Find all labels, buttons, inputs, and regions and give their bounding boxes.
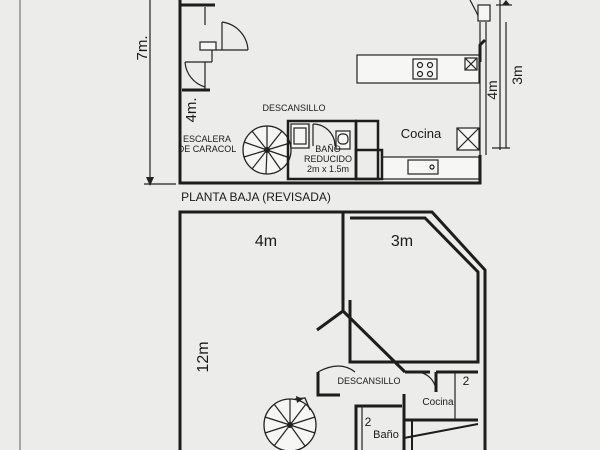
label-stair-line2: DE CARACOL (178, 144, 237, 154)
label-right-4m: 4m (484, 80, 500, 99)
label-landing: DESCANSILLO (262, 103, 325, 113)
label-upper-4m: 4m (255, 233, 277, 250)
label-upper-bath: Baño (373, 429, 399, 441)
caption-ground-floor: PLANTA BAJA (REVISADA) (181, 190, 331, 204)
label-right-3m: 3m (509, 65, 525, 84)
kitchen-counter-edge (403, 423, 479, 439)
label-upper-landing: DESCANSILLO (337, 376, 400, 386)
landing-wall (316, 372, 340, 397)
upper-right-room (348, 216, 480, 364)
kitchen-door-swing (415, 371, 437, 393)
kitchen-counter (356, 54, 480, 180)
label-kitchen: Cocina (401, 126, 442, 141)
entrance-door (182, 7, 249, 92)
spiral-staircase (242, 125, 292, 175)
label-left-4m: 4m. (183, 97, 200, 122)
label-bath-line1: BAÑO (315, 144, 341, 154)
label-bath-line3: 2m x 1.5m (307, 164, 349, 174)
ground-floor-plan: 7m. 4m. 4m 3m DESCANSILLO ESCALERA DE CA… (134, 0, 525, 204)
upper-outer-wall (178, 210, 487, 450)
label-upper-kitchen: Cocina (422, 397, 454, 408)
upper-diagonal-wall (316, 309, 344, 332)
label-stair-line1: ESCALERA (183, 134, 231, 144)
dimension-arrow (502, 0, 510, 5)
reduced-bathroom (286, 119, 384, 181)
label-kitchen-dim: 2 (463, 374, 470, 388)
dimension-arrow (146, 177, 154, 186)
upper-spiral-staircase (263, 396, 317, 450)
upper-bath-wall (354, 404, 402, 450)
label-upper-12m: 12m (195, 341, 212, 372)
label-bath-line2: REDUCIDO (304, 154, 352, 164)
ground-outer-wall (178, 0, 482, 185)
landing-door-swing (317, 365, 356, 373)
window-frame (477, 4, 491, 22)
label-height-7m: 7m. (134, 35, 151, 60)
upper-floor-plan: 4m 3m 12m DESCANSILLO Cocina 2 Baño 2 (178, 210, 487, 450)
label-upper-3m: 3m (391, 233, 413, 250)
label-bath-dim: 2 (365, 415, 372, 429)
